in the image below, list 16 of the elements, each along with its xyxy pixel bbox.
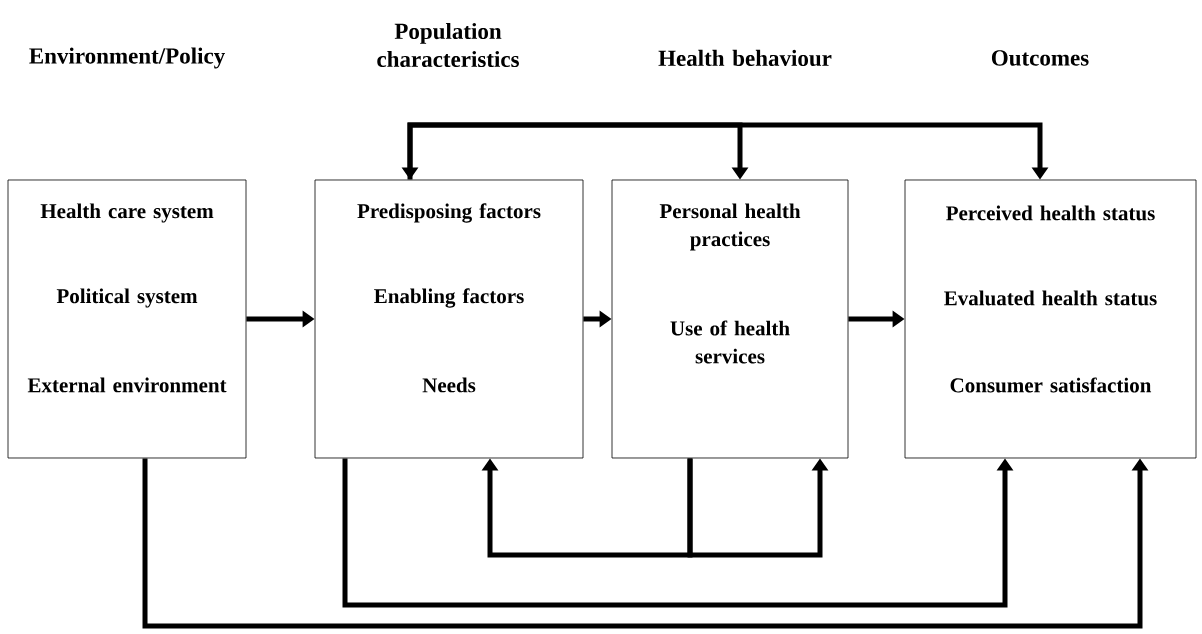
item-text: Consumer satisfaction [950, 377, 1152, 393]
item-text: Health care system [40, 203, 214, 223]
item-text: Evaluated health status [944, 290, 1157, 306]
item-text: Perceived health status [946, 205, 1155, 221]
item-text: Needs [422, 377, 476, 393]
column-heading: Environment/Policy [29, 47, 225, 69]
column-heading: Population characteristics [377, 22, 519, 68]
item-text: Political system [56, 288, 198, 308]
column-heading: Outcomes [991, 50, 1089, 66]
item-text: Personal health practices [659, 203, 801, 251]
item-text: Enabling factors [374, 288, 524, 308]
item-text: Use of health services [670, 320, 790, 364]
item-text: External environment [27, 377, 227, 393]
arrow [407, 122, 749, 180]
column-heading: Health behaviour [658, 49, 832, 67]
item-text: Predisposing factors [357, 203, 541, 223]
